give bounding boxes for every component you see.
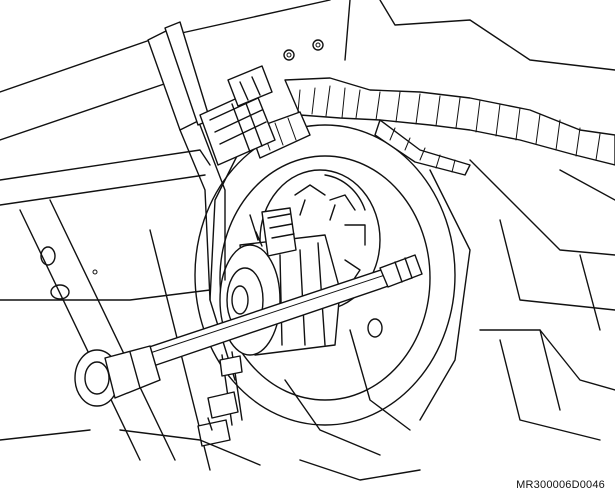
lower-fastener bbox=[197, 351, 243, 447]
panel-holes bbox=[40, 39, 324, 300]
blower-housing bbox=[194, 124, 471, 456]
body-panel-outline bbox=[0, 0, 615, 471]
wiring-harness bbox=[249, 77, 615, 176]
harness-connector bbox=[199, 65, 276, 166]
ratchet-socket bbox=[74, 345, 161, 407]
figure-reference-code: MR300006D0046 bbox=[516, 479, 605, 491]
motor-connector bbox=[249, 207, 297, 257]
mounting-strut bbox=[147, 21, 226, 301]
lower-bracket bbox=[119, 329, 615, 481]
